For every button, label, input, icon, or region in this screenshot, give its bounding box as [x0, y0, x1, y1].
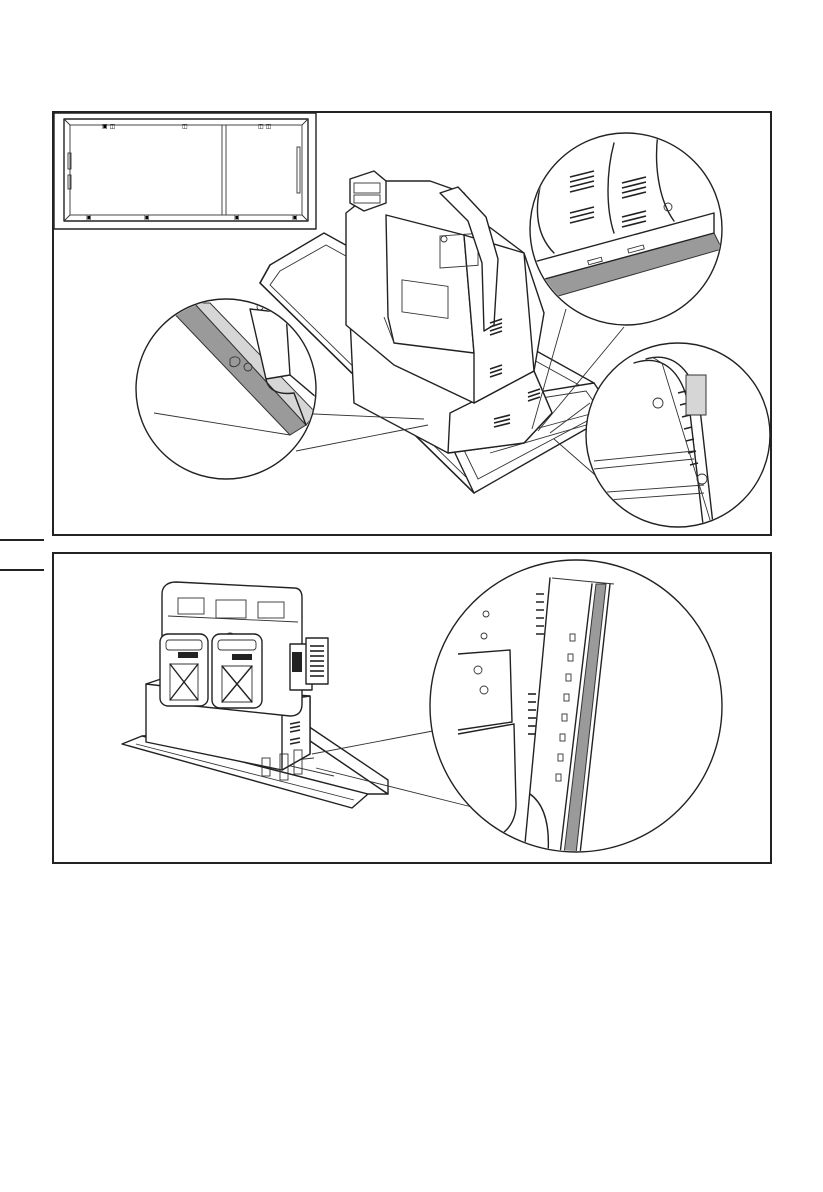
- display-unit: [346, 171, 552, 453]
- detail-magnifier-lower-right: [586, 343, 770, 533]
- handle-panel-right: [212, 634, 262, 708]
- svg-text:▣: ▣: [86, 214, 92, 221]
- margin-rule-bottom: [0, 569, 44, 571]
- svg-text:▣: ▣: [234, 214, 240, 221]
- figure-panel-top: ▣ ◫ ◫ ◫ ◫ ▣ ▣ ▣ ▣: [52, 111, 772, 536]
- callout-line-left-b: [296, 425, 428, 451]
- detail-magnifier-upper-right: [530, 133, 722, 325]
- figure-bottom-drawing: [54, 554, 770, 862]
- side-grip: [290, 638, 328, 690]
- figure-panel-bottom: [52, 552, 772, 864]
- detail-magnifier-bottom: [430, 560, 722, 854]
- figure-top-drawing: ▣ ◫ ◫ ◫ ◫ ▣ ▣ ▣ ▣: [54, 113, 770, 534]
- detail-magnifier-left: [136, 299, 316, 479]
- svg-text:▣ ◫: ▣ ◫: [102, 123, 116, 130]
- svg-text:▣: ▣: [292, 214, 298, 221]
- handle-panel-left: [160, 634, 208, 706]
- svg-text:◫ ◫: ◫ ◫: [258, 123, 272, 130]
- frame-overview-inset: ▣ ◫ ◫ ◫ ◫ ▣ ▣ ▣ ▣: [54, 113, 316, 229]
- margin-rule-top: [0, 539, 44, 541]
- svg-text:◫: ◫: [182, 123, 188, 130]
- svg-text:▣: ▣: [144, 214, 150, 221]
